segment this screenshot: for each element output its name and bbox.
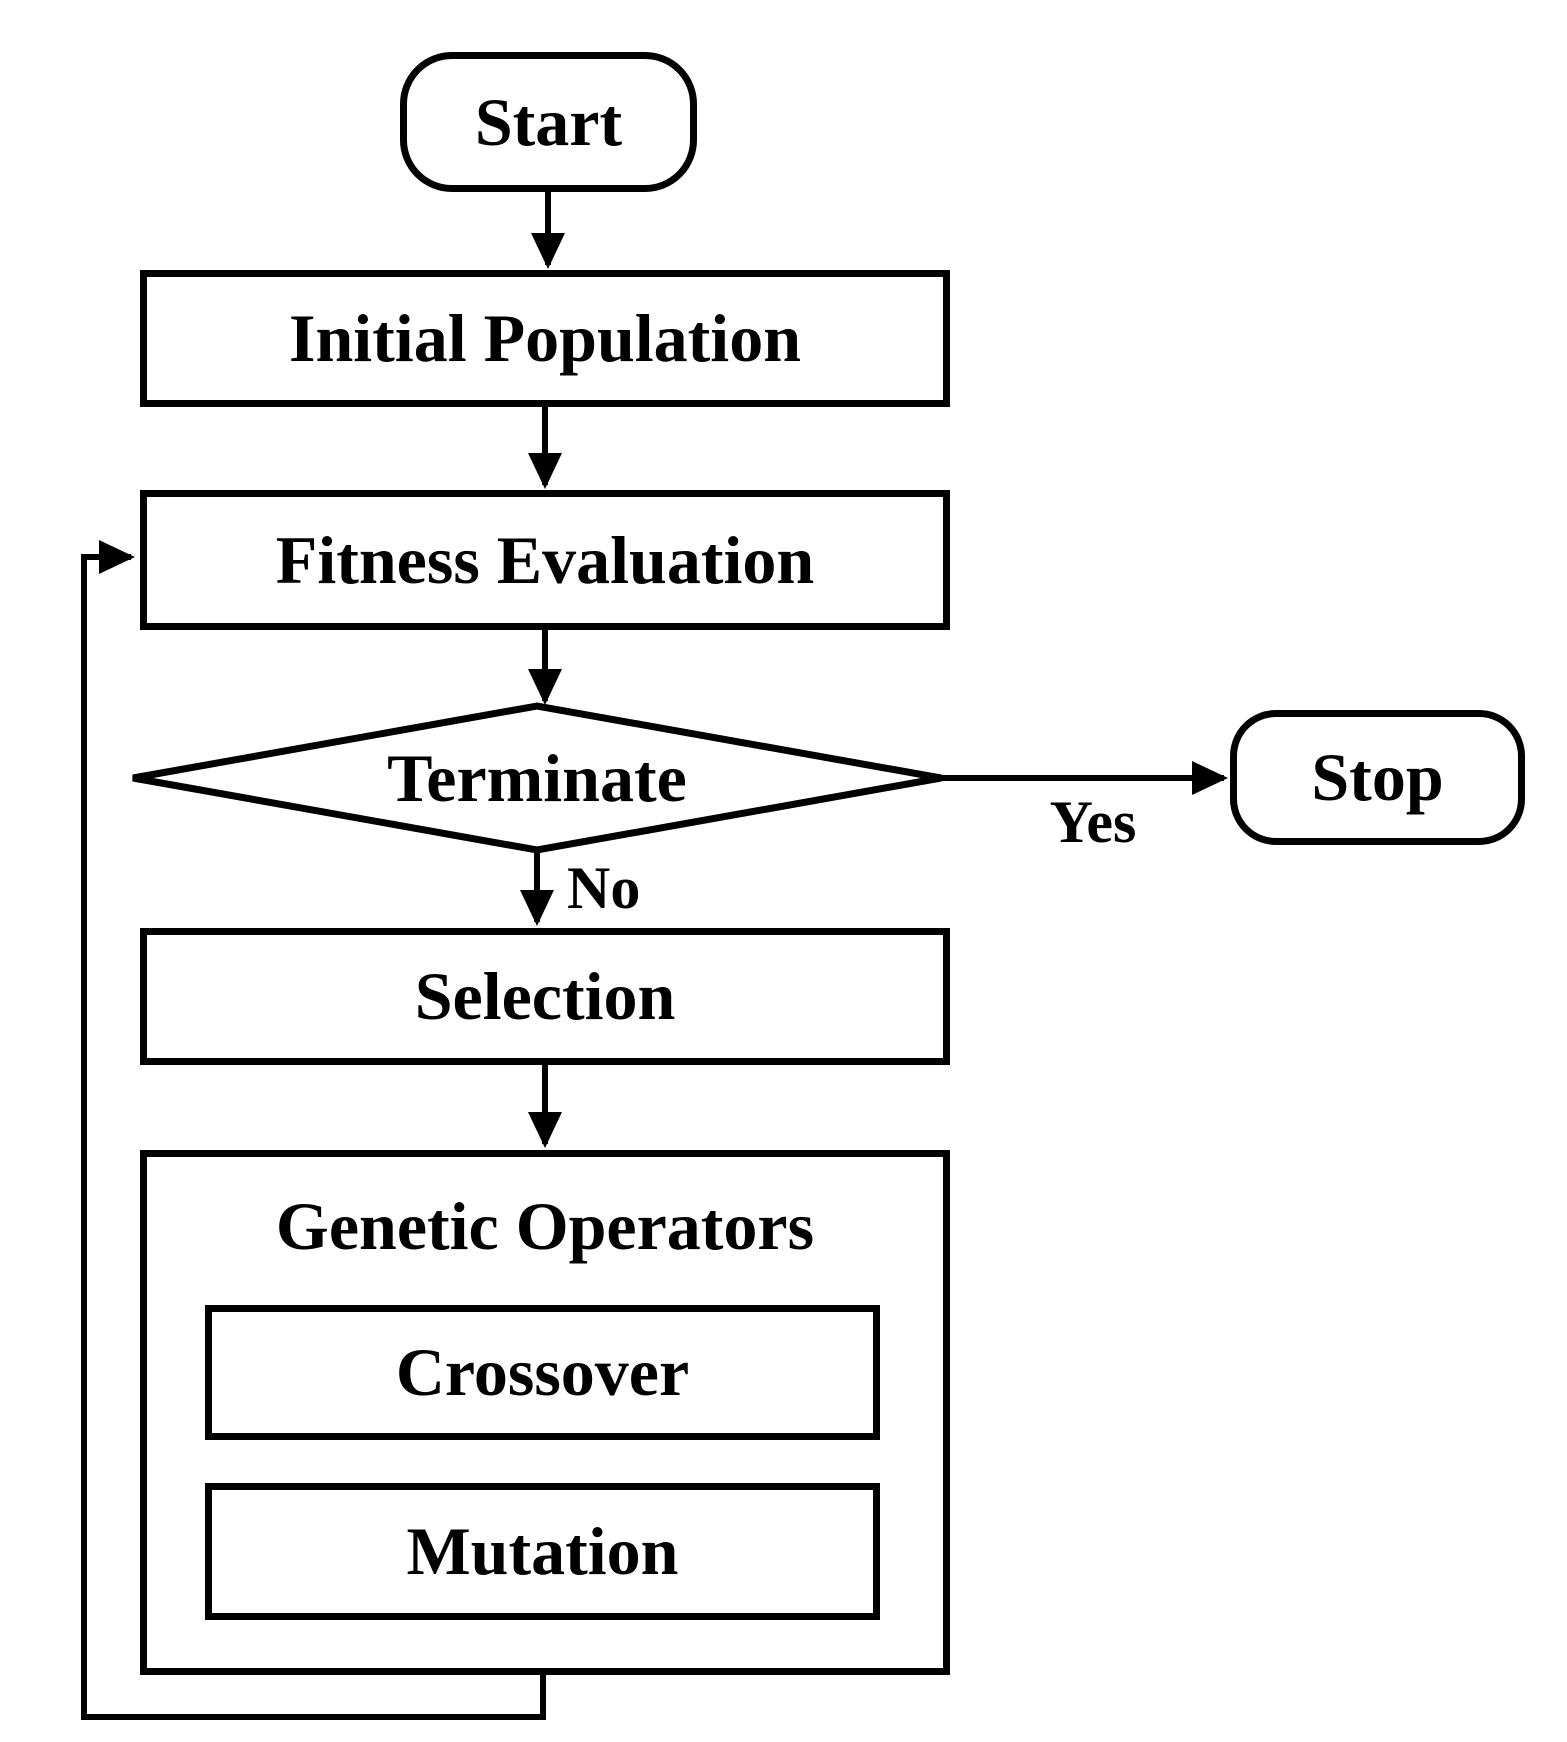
node-mutation: Mutation	[205, 1483, 880, 1620]
node-selection-label: Selection	[414, 958, 676, 1035]
node-terminate-label-wrap: Terminate	[337, 740, 737, 816]
edge-label-yes: Yes	[1049, 789, 1137, 855]
edge-genetic-operators-loop-to-fitness-evaluation	[81, 540, 546, 1720]
node-mutation-label: Mutation	[406, 1513, 679, 1590]
node-crossover-label: Crossover	[395, 1334, 690, 1411]
node-fitness-evaluation: Fitness Evaluation	[140, 490, 950, 630]
edge-label-no: No	[567, 855, 641, 921]
node-selection: Selection	[140, 928, 950, 1065]
node-stop-label: Stop	[1311, 739, 1444, 816]
node-terminate-label: Terminate	[387, 739, 687, 816]
node-crossover: Crossover	[205, 1305, 880, 1440]
node-fitness-evaluation-label: Fitness Evaluation	[275, 521, 815, 598]
node-stop: Stop	[1230, 710, 1525, 845]
node-start-label: Start	[474, 83, 623, 160]
node-initial-population: Initial Population	[140, 270, 950, 407]
node-initial-population-label: Initial Population	[288, 300, 802, 377]
node-start: Start	[400, 52, 697, 192]
node-genetic-operators-label: Genetic Operators	[275, 1188, 815, 1264]
